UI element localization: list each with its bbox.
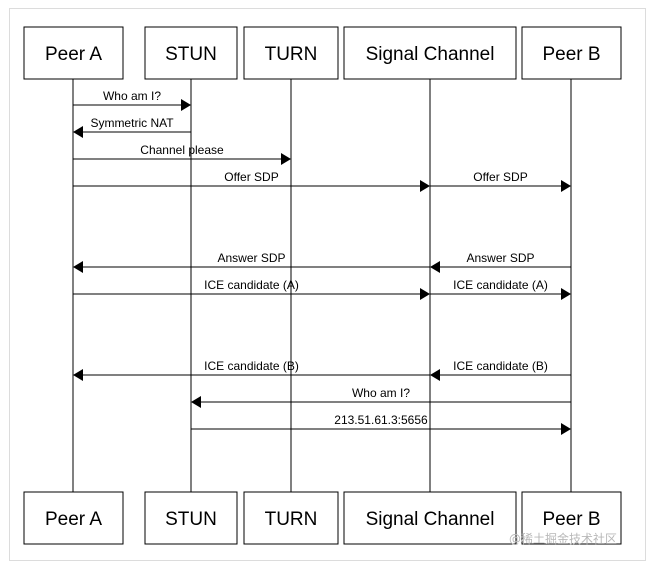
- message-label: Offer SDP: [224, 170, 278, 184]
- message: Channel please: [73, 143, 291, 165]
- message: ICE candidate (B): [430, 359, 571, 381]
- message: Offer SDP: [430, 170, 571, 192]
- message: Who am I?: [191, 386, 571, 408]
- arrowhead-icon: [73, 261, 83, 273]
- message: Answer SDP: [430, 251, 571, 273]
- arrowhead-icon: [430, 369, 440, 381]
- message-label: Who am I?: [352, 386, 410, 400]
- participant-signal-bottom: Signal Channel: [343, 491, 517, 545]
- participant-label: Peer A: [45, 509, 102, 530]
- participant-signal-top: Signal Channel: [343, 26, 517, 80]
- participant-stun-top: STUN: [144, 26, 238, 80]
- message-label: ICE candidate (A): [204, 278, 299, 292]
- message-label: Who am I?: [103, 89, 161, 103]
- participant-label: Signal Channel: [366, 44, 495, 65]
- participant-label: TURN: [265, 44, 318, 65]
- arrowhead-icon: [281, 153, 291, 165]
- watermark: @稀土掘金技术社区: [509, 532, 618, 546]
- arrowhead-icon: [420, 288, 430, 300]
- participant-box: [23, 491, 124, 545]
- participant-box: [343, 26, 517, 80]
- message: ICE candidate (A): [73, 278, 430, 300]
- participant-label: TURN: [265, 509, 318, 530]
- participant-peer-b-bottom: Peer B: [521, 491, 622, 545]
- participant-label: STUN: [165, 509, 217, 530]
- arrowhead-icon: [420, 180, 430, 192]
- participant-label: STUN: [165, 44, 217, 65]
- arrowhead-icon: [561, 423, 571, 435]
- message: Who am I?: [73, 89, 191, 111]
- message-label: Answer SDP: [466, 251, 534, 265]
- arrowhead-icon: [430, 261, 440, 273]
- message-label: ICE candidate (A): [453, 278, 548, 292]
- message: ICE candidate (B): [73, 359, 430, 381]
- participant-box: [243, 26, 339, 80]
- arrowhead-icon: [73, 126, 83, 138]
- message: Offer SDP: [73, 170, 430, 192]
- message-label: Channel please: [140, 143, 224, 157]
- participant-label: Peer B: [542, 44, 600, 65]
- participant-turn-top: TURN: [243, 26, 339, 80]
- participant-turn-bottom: TURN: [243, 491, 339, 545]
- participant-box: [521, 491, 622, 545]
- participant-peer-a-bottom: Peer A: [23, 491, 124, 545]
- arrowhead-icon: [561, 180, 571, 192]
- participant-peer-b-top: Peer B: [521, 26, 622, 80]
- participant-label: Signal Channel: [366, 509, 495, 530]
- message-label: Offer SDP: [473, 170, 527, 184]
- message-label: 213.51.61.3:5656: [334, 413, 428, 427]
- message-label: Symmetric NAT: [90, 116, 174, 130]
- message: 213.51.61.3:5656: [191, 413, 571, 435]
- message-label: ICE candidate (B): [204, 359, 299, 373]
- participant-box: [521, 26, 622, 80]
- participant-box: [144, 26, 238, 80]
- diagram-frame: [9, 8, 646, 561]
- participant-peer-a-top: Peer A: [23, 26, 124, 80]
- participant-box: [144, 491, 238, 545]
- participant-box: [243, 491, 339, 545]
- participant-label: Peer B: [542, 509, 600, 530]
- message-label: ICE candidate (B): [453, 359, 548, 373]
- participant-stun-bottom: STUN: [144, 491, 238, 545]
- message: ICE candidate (A): [430, 278, 571, 300]
- message: Symmetric NAT: [73, 116, 191, 138]
- arrowhead-icon: [181, 99, 191, 111]
- participant-box: [343, 491, 517, 545]
- arrowhead-icon: [191, 396, 201, 408]
- arrowhead-icon: [561, 288, 571, 300]
- message: Answer SDP: [73, 251, 430, 273]
- arrowhead-icon: [73, 369, 83, 381]
- participant-box: [23, 26, 124, 80]
- participant-label: Peer A: [45, 44, 102, 65]
- message-label: Answer SDP: [217, 251, 285, 265]
